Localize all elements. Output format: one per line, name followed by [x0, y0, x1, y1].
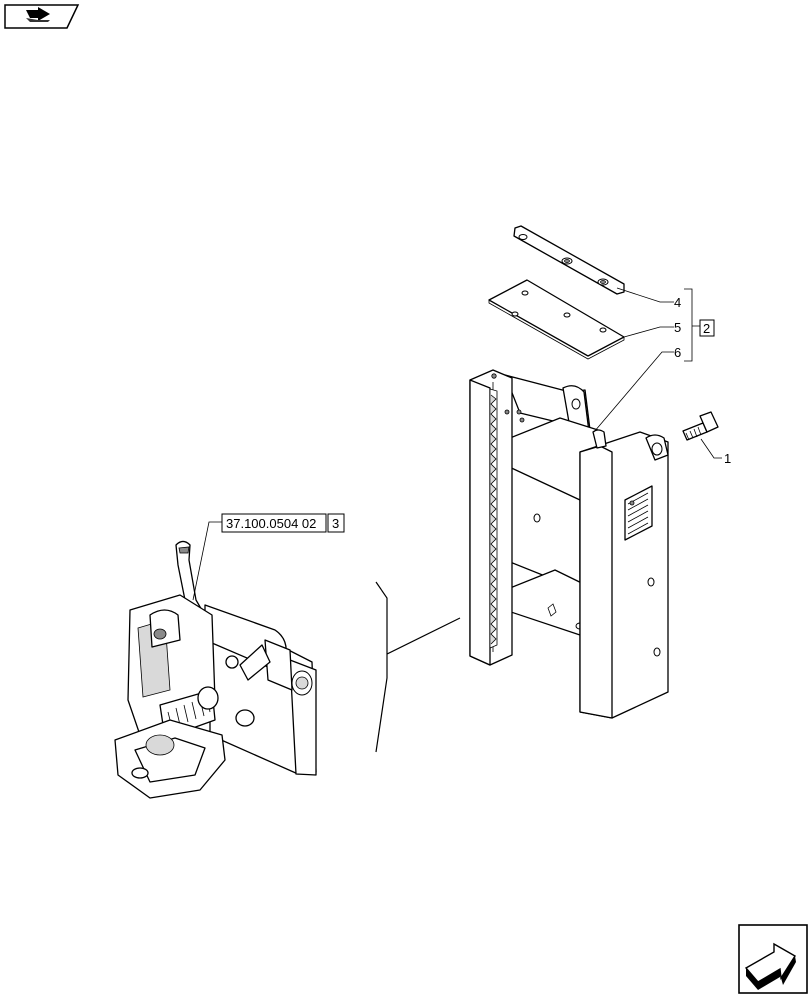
kit-ref-box	[699, 319, 715, 337]
leader-1	[700, 438, 722, 459]
trailer-hitch-assembly	[114, 540, 317, 799]
next-page-arrow-icon[interactable]	[4, 4, 80, 29]
bolt-1	[682, 411, 719, 441]
kit-brace	[684, 288, 700, 362]
view-connector	[375, 581, 461, 753]
plate-4	[513, 225, 625, 295]
xref-item-box	[327, 513, 345, 533]
plate-5	[488, 279, 625, 360]
xref-code-link[interactable]: 37.100.0504 02	[226, 516, 316, 531]
hitch-bracket-frame	[469, 369, 669, 719]
xref-item: 3	[332, 516, 339, 531]
navigate-arrow-icon[interactable]	[738, 924, 808, 994]
callout-6: 6	[674, 345, 681, 360]
leader-6	[593, 351, 674, 433]
callout-4: 4	[674, 295, 681, 310]
callout-1: 1	[724, 451, 731, 466]
kit-ref: 2	[703, 321, 710, 336]
leader-xref	[192, 521, 222, 601]
leader-4	[616, 287, 674, 303]
leader-5	[623, 326, 674, 338]
xref-code-box[interactable]	[221, 513, 327, 533]
callout-5: 5	[674, 320, 681, 335]
